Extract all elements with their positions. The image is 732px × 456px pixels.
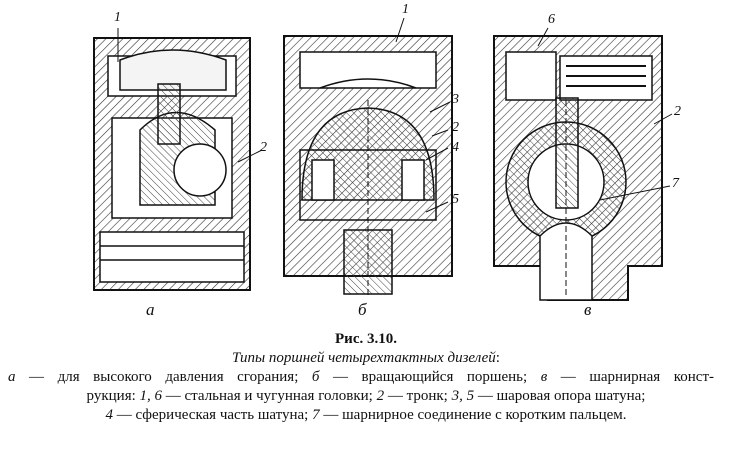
desc-2: — тронк; xyxy=(384,388,452,404)
panel-label-a: а xyxy=(146,300,155,319)
key-7: 7 xyxy=(312,407,320,423)
desc-4: — сферическая часть шатуна; xyxy=(112,407,313,423)
piston-c-drawing xyxy=(493,27,673,301)
panel-label-b: б xyxy=(358,300,367,319)
caption-line-1: а — для высокого давления сгорания; б — … xyxy=(0,368,732,387)
caption-line-3: 4 — сферическая часть шатуна; 7 — шарнир… xyxy=(0,406,732,425)
panel-label-c: в xyxy=(584,300,592,319)
callout-b-3: 3 xyxy=(452,92,459,107)
desc-b: — вращающийся поршень; xyxy=(319,369,541,385)
caption-subtitle-colon: : xyxy=(495,350,500,366)
key-2: 2 xyxy=(376,388,385,404)
key-b: б xyxy=(311,369,320,385)
figure: 1 2 1 3 2 4 5 6 2 7 а б в xyxy=(93,2,681,319)
figure-caption: Рис. 3.10. Типы поршней четырехтактных д… xyxy=(0,330,732,425)
caption-subtitle: Типы поршней четырехтактных дизелей xyxy=(232,350,496,366)
key-c: в xyxy=(540,369,548,385)
key-4: 4 xyxy=(105,407,113,423)
piston-a-drawing xyxy=(93,28,263,291)
callout-a-2: 2 xyxy=(260,140,267,155)
desc-1-6: — стальная и чугунная головки; xyxy=(162,388,377,404)
callout-a-1: 1 xyxy=(114,10,121,25)
caption-line-2: рукция: 1, 6 — стальная и чугунная голов… xyxy=(0,387,732,406)
desc-3-5: — шаровая опора шатуна; xyxy=(474,388,646,404)
key-1-6: 1, 6 xyxy=(139,388,163,404)
desc-7: — шарнирное соединение с коротким пальце… xyxy=(319,407,627,423)
callout-c-2: 2 xyxy=(674,104,681,119)
caption-title: Рис. 3.10. xyxy=(335,331,397,347)
desc-c: — шарнирная конст- xyxy=(547,369,714,385)
callout-b-5: 5 xyxy=(452,192,459,207)
key-a: а xyxy=(8,369,16,385)
line2-start: рукция: xyxy=(86,388,140,404)
piston-b-drawing xyxy=(283,17,453,296)
caption-subtitle-line: Типы поршней четырехтактных дизелей: xyxy=(0,349,732,368)
callout-b-2: 2 xyxy=(452,120,459,135)
callout-c-7: 7 xyxy=(672,176,679,191)
callout-b-4: 4 xyxy=(452,140,459,155)
callout-c-6: 6 xyxy=(548,12,555,27)
desc-a: — для высокого давления сгорания; xyxy=(15,369,312,385)
callout-b-1: 1 xyxy=(402,2,409,17)
key-3-5: 3, 5 xyxy=(451,388,475,404)
piston-drawings xyxy=(93,17,673,301)
